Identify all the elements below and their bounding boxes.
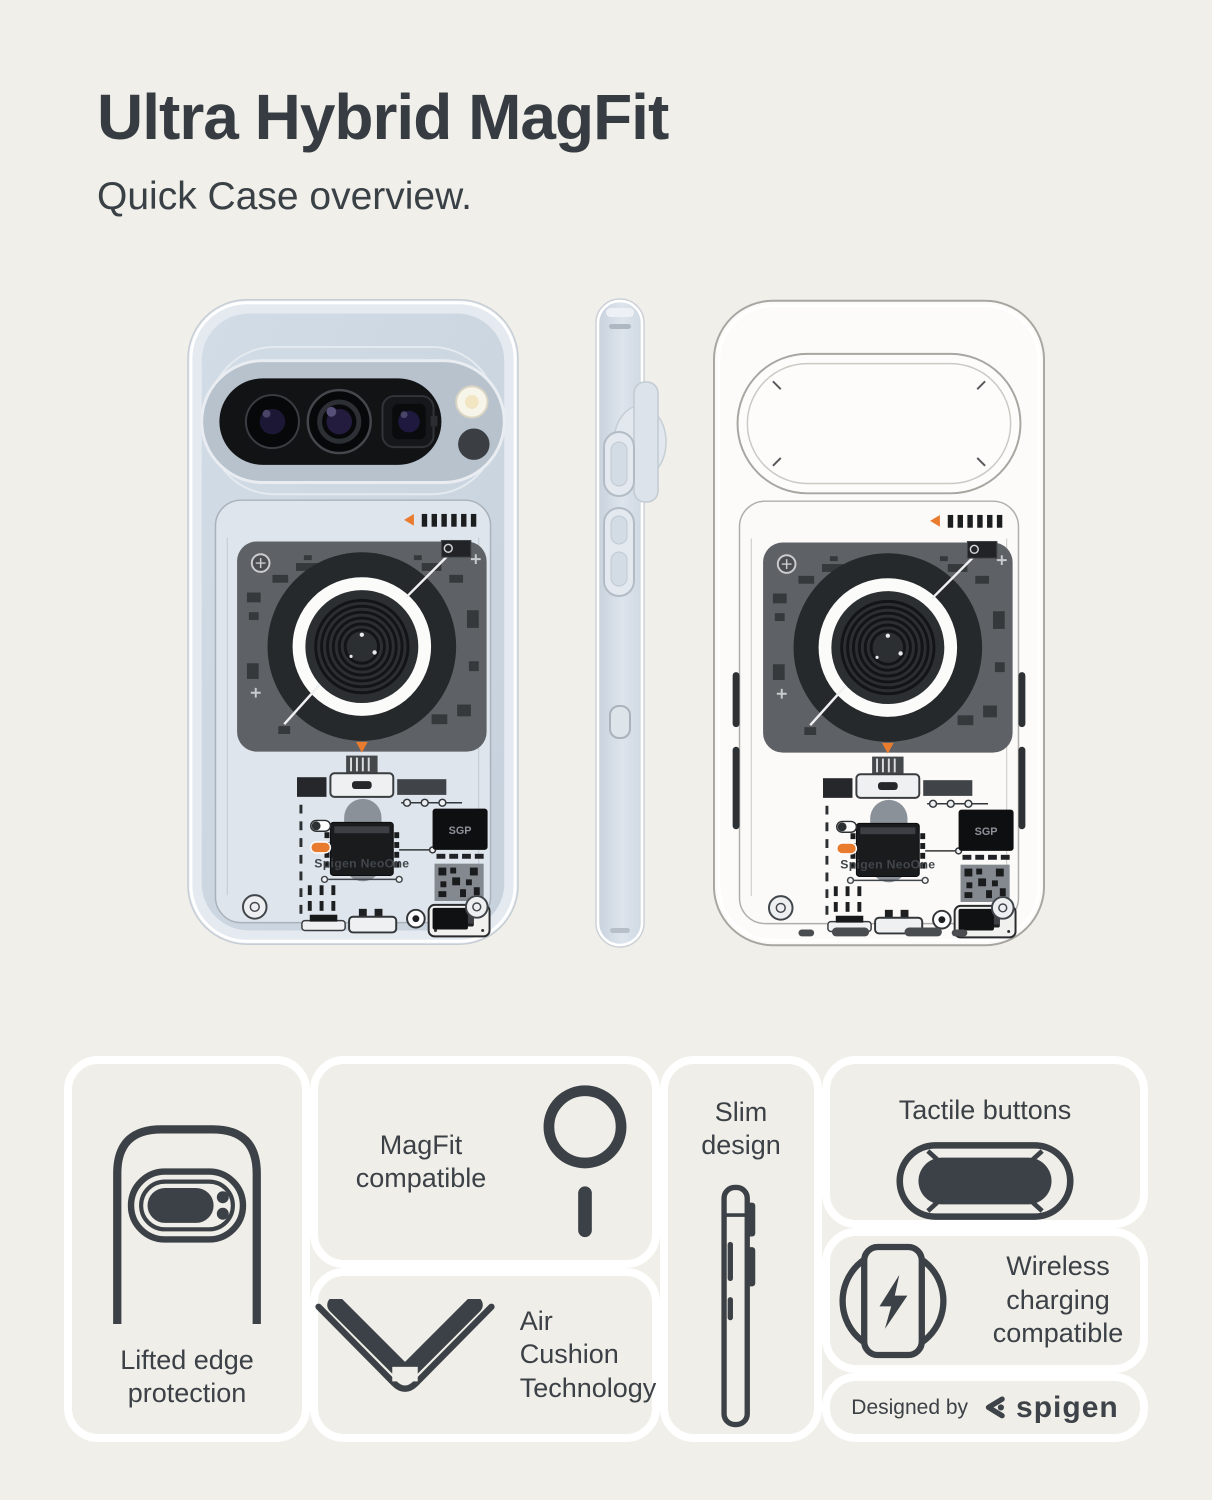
- feature-column-2: MagFit compatible Air Cushion Technology: [310, 1056, 660, 1442]
- spigen-mark-icon: [985, 1395, 1005, 1418]
- wireless-charging-icon: [830, 1242, 956, 1360]
- sgp-chip: SGP: [432, 808, 488, 859]
- feature-label: Tactile buttons: [898, 1095, 1072, 1125]
- magfit-coil-icon: [267, 539, 472, 753]
- lifted-edge-icon: [109, 1120, 265, 1324]
- indicator-bars-icon: [404, 513, 477, 527]
- feature-card-wireless: Wireless charging compatible: [822, 1228, 1148, 1373]
- feature-cards: Lifted edge protection MagFit compatible: [64, 1056, 1148, 1442]
- magfit-ring-icon: [536, 1082, 634, 1242]
- phone-back-view: SGP: [187, 299, 519, 945]
- left-trace-details: [299, 804, 332, 917]
- slim-phone-icon: [716, 1183, 766, 1429]
- side-volume-button: [603, 507, 635, 597]
- feature-column-1: Lifted edge protection: [64, 1056, 310, 1442]
- side-camera-bump: [613, 381, 667, 503]
- feature-card-lifted-edge: Lifted edge protection: [64, 1056, 310, 1442]
- page-subtitle: Quick Case overview.: [97, 175, 472, 219]
- camera-sensor-icon: [458, 428, 490, 460]
- tactile-button-icon: [896, 1141, 1074, 1221]
- feature-label: MagFit compatible: [355, 1129, 487, 1193]
- side-sim-slot: [609, 705, 631, 739]
- feature-label: Lifted edge protection: [120, 1345, 254, 1409]
- designed-by-card: Designed by spigen: [822, 1373, 1148, 1442]
- designed-by-label: Designed by: [851, 1395, 969, 1419]
- qr-code: [434, 863, 484, 901]
- page-title: Ultra Hybrid MagFit: [97, 81, 669, 153]
- feature-card-tactile: Tactile buttons: [822, 1056, 1148, 1228]
- header: Ultra Hybrid MagFit Quick Case overview.: [97, 81, 669, 219]
- camera-cutout: [736, 352, 1022, 495]
- feature-column-3: Slim design: [660, 1056, 822, 1442]
- orange-capsule: [310, 841, 332, 854]
- edge-cutouts: [732, 672, 1026, 830]
- camera-bar: [200, 359, 506, 484]
- bottom-components: [241, 885, 489, 934]
- chip-label: SGP: [449, 825, 472, 837]
- side-power-button: [603, 431, 635, 497]
- product-showcase: SGP: [187, 298, 1046, 948]
- feature-label: Air Cushion Technology: [519, 1305, 657, 1403]
- feature-label: Wireless charging compatible: [992, 1251, 1124, 1349]
- circuit-print-art: SGP: [237, 513, 491, 938]
- feature-column-4: Tactile buttons Wirel: [822, 1056, 1148, 1442]
- feature-card-air-cushion: Air Cushion Technology: [310, 1268, 660, 1442]
- spigen-logo: spigen: [982, 1390, 1119, 1424]
- case-back-view: [712, 299, 1046, 947]
- case-side-view: [595, 298, 667, 948]
- feature-card-magfit: MagFit compatible: [310, 1056, 660, 1268]
- case-brand-text: Spigen NeoOne: [314, 857, 409, 871]
- bottom-cutouts: [798, 927, 968, 937]
- feature-label: Slim design: [701, 1097, 781, 1161]
- spigen-wordmark: spigen: [1016, 1390, 1119, 1424]
- ribbon-connector: [297, 755, 463, 807]
- feature-card-slim: Slim design: [660, 1056, 822, 1442]
- air-cushion-icon: [314, 1299, 496, 1411]
- case-brand-print: Spigen NeoOne: [314, 857, 409, 884]
